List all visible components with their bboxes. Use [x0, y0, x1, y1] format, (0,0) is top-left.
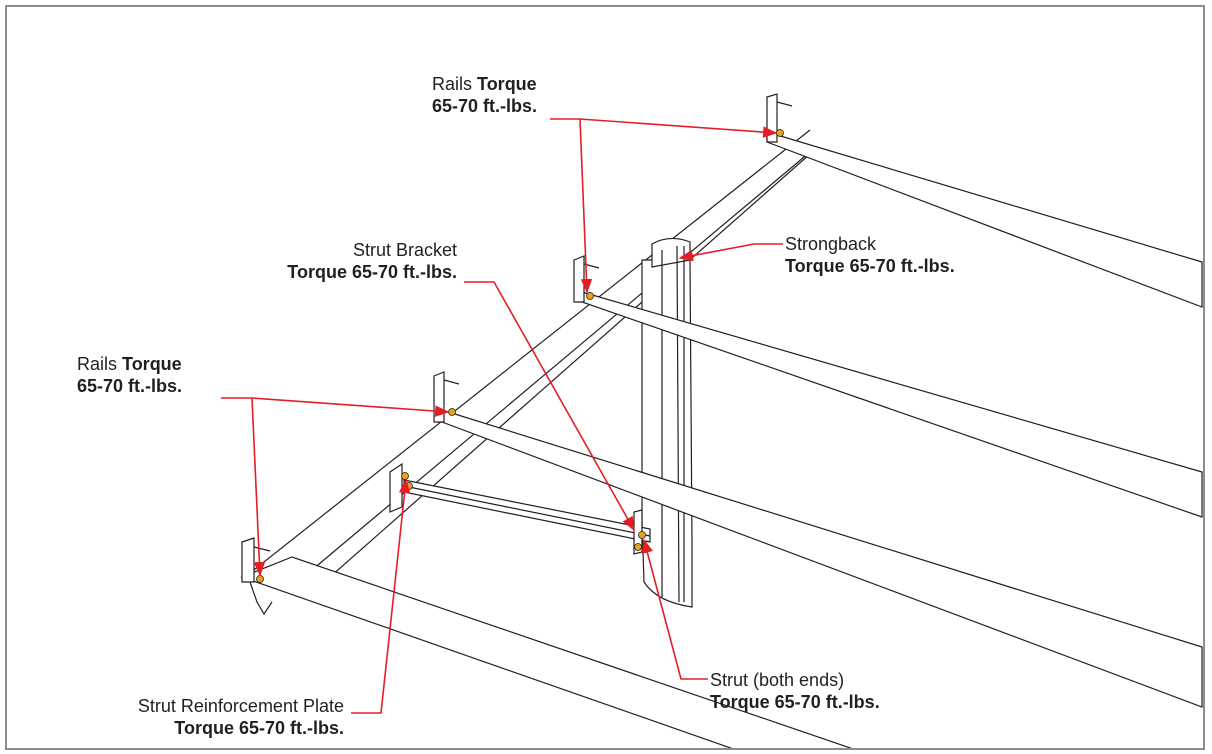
bolt-plate-lower	[405, 482, 413, 490]
leader-rails-left-front	[251, 397, 266, 577]
rail-third	[433, 371, 1203, 708]
leader-strut-ends	[641, 538, 708, 680]
rail-second	[573, 255, 1203, 518]
label-strut-both-ends-name: Strut (both ends)	[710, 670, 845, 690]
bolts	[256, 129, 784, 583]
leader-strongback	[678, 243, 783, 262]
leader-reinforcement-plate	[351, 478, 411, 714]
rail-back	[766, 93, 1203, 308]
bolt-rail-third	[448, 408, 456, 416]
bolt-rail-front	[256, 575, 264, 583]
label-rails-top-value: 65-70 ft.-lbs.	[432, 96, 538, 116]
leader-strut-bracket	[464, 281, 635, 532]
bolt-plate-upper	[401, 472, 409, 480]
leader-lines	[221, 118, 783, 714]
label-rails-left-name: Rails	[77, 354, 118, 374]
leader-rails-top-back	[550, 118, 778, 138]
bolt-rail-back	[776, 129, 784, 137]
leader-rails-left-third	[221, 397, 450, 417]
label-rails-left-torque: Torque	[122, 354, 182, 374]
label-strut-reinforcement-plate: Strut Reinforcement Plate Torque 65-70 f…	[138, 695, 344, 739]
diagram-frame: Rails Torque 65-70 ft.-lbs. Strongback T…	[5, 5, 1205, 750]
label-strongback-torque: Torque 65-70 ft.-lbs.	[785, 256, 955, 276]
label-strut-both-ends: Strut (both ends) Torque 65-70 ft.-lbs.	[710, 669, 880, 713]
label-rails-left: Rails Torque 65-70 ft.-lbs.	[77, 353, 182, 397]
label-rails-top-name: Rails	[432, 74, 473, 94]
label-rails-left-value: 65-70 ft.-lbs.	[77, 376, 183, 396]
bolt-strut-end	[638, 531, 646, 539]
label-strut-reinforcement-plate-name: Strut Reinforcement Plate	[137, 696, 344, 716]
label-rails-top-torque: Torque	[477, 74, 537, 94]
label-rails-top: Rails Torque 65-70 ft.-lbs.	[432, 73, 537, 117]
label-strut-both-ends-torque: Torque 65-70 ft.-lbs.	[710, 692, 880, 712]
bolt-strut-bracket	[634, 543, 642, 551]
rack-assembly-drawing	[221, 93, 1203, 748]
label-strut-reinforcement-plate-torque: Torque 65-70 ft.-lbs.	[174, 718, 344, 738]
label-strongback: Strongback Torque 65-70 ft.-lbs.	[785, 233, 955, 277]
label-strut-bracket-torque: Torque 65-70 ft.-lbs.	[287, 262, 457, 282]
label-strut-bracket: Strut Bracket Torque 65-70 ft.-lbs.	[287, 239, 457, 283]
strongback	[641, 237, 693, 608]
rail-front	[240, 537, 853, 748]
bolt-rail-second	[586, 292, 594, 300]
label-strut-bracket-name: Strut Bracket	[352, 240, 457, 260]
label-strongback-name: Strongback	[785, 234, 877, 254]
leader-rails-top-second	[579, 118, 593, 294]
